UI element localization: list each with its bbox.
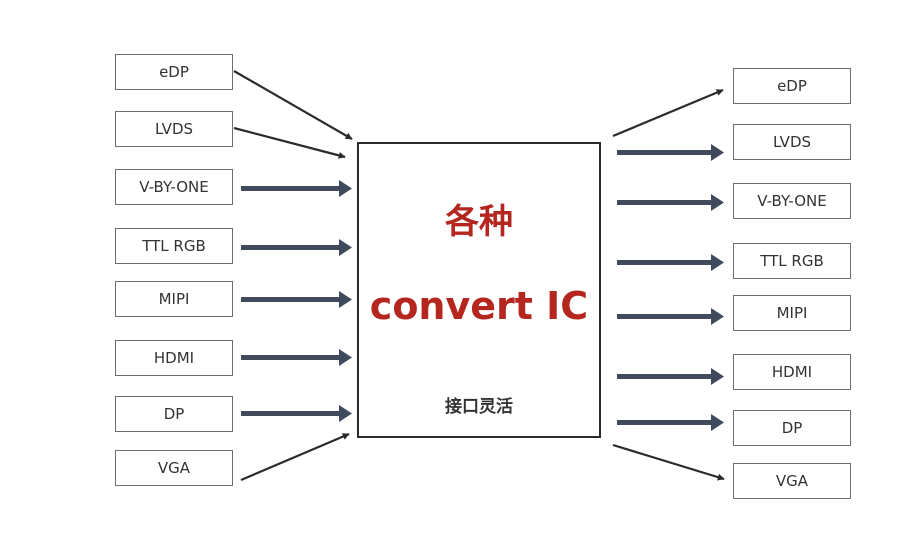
arrow-out-mipi bbox=[617, 308, 724, 325]
output-box-vbyone: V-BY-ONE bbox=[733, 183, 851, 219]
output-box-edp: eDP bbox=[733, 68, 851, 104]
chip-title: 各种 bbox=[445, 202, 513, 242]
chip-caption: 接口灵活 bbox=[445, 397, 513, 417]
arrow-out-edp bbox=[612, 88, 724, 138]
arrow-in-edp bbox=[233, 70, 353, 140]
input-box-lvds: LVDS bbox=[115, 111, 233, 147]
chip-subtitle: convert IC bbox=[369, 284, 589, 328]
arrow-out-vbyone bbox=[617, 194, 724, 211]
arrow-out-ttlrgb bbox=[617, 254, 724, 271]
arrow-in-mipi bbox=[241, 291, 352, 308]
input-box-edp: eDP bbox=[115, 54, 233, 90]
input-box-mipi: MIPI bbox=[115, 281, 233, 317]
output-box-mipi: MIPI bbox=[733, 295, 851, 331]
output-box-lvds: LVDS bbox=[733, 124, 851, 160]
arrow-out-hdmi bbox=[617, 368, 724, 385]
arrow-in-hdmi bbox=[241, 349, 352, 366]
arrow-in-dp bbox=[241, 405, 352, 422]
arrow-in-ttlrgb bbox=[241, 239, 352, 256]
arrow-out-lvds bbox=[617, 144, 724, 161]
arrow-in-vga bbox=[240, 432, 350, 482]
input-box-dp: DP bbox=[115, 396, 233, 432]
input-box-vbyone: V-BY-ONE bbox=[115, 169, 233, 205]
arrow-in-lvds bbox=[233, 126, 346, 159]
arrow-out-dp bbox=[617, 414, 724, 431]
output-box-dp: DP bbox=[733, 410, 851, 446]
input-box-ttlrgb: TTL RGB bbox=[115, 228, 233, 264]
arrow-in-vbyone bbox=[241, 180, 352, 197]
output-box-vga: VGA bbox=[733, 463, 851, 499]
arrow-out-vga bbox=[612, 443, 725, 481]
convert-ic-block: 各种 convert IC 接口灵活 bbox=[357, 142, 601, 438]
input-box-hdmi: HDMI bbox=[115, 340, 233, 376]
output-box-ttlrgb: TTL RGB bbox=[733, 243, 851, 279]
output-box-hdmi: HDMI bbox=[733, 354, 851, 390]
input-box-vga: VGA bbox=[115, 450, 233, 486]
